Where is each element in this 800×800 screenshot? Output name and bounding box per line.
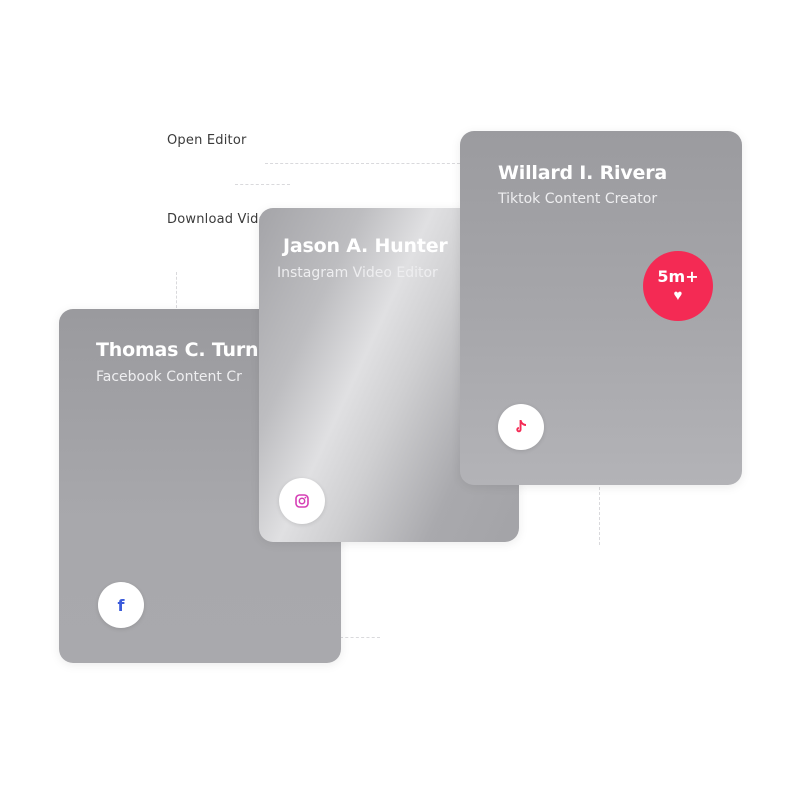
likes-badge: 5m+ ♥ (643, 251, 713, 321)
connector-line (235, 184, 290, 185)
facebook-icon: f (118, 597, 126, 613)
connector-line (340, 637, 380, 638)
creator-name: Thomas C. Turne (96, 339, 272, 361)
instagram-button[interactable] (279, 478, 325, 524)
tiktok-button[interactable] (498, 404, 544, 450)
likes-count: 5m+ (657, 267, 699, 286)
tiktok-creator-card[interactable]: Willard I. Rivera Tiktok Content Creator… (460, 131, 742, 485)
open-editor-option[interactable]: Open Editor (167, 133, 247, 148)
download-video-option[interactable]: Download Video (167, 212, 275, 227)
svg-text:f: f (118, 597, 126, 613)
creator-role: Tiktok Content Creator (498, 191, 658, 207)
connector-line (176, 272, 177, 308)
facebook-button[interactable]: f (98, 582, 144, 628)
connector-line (265, 163, 460, 164)
heart-icon: ♥ (673, 287, 683, 304)
creator-role: Facebook Content Cr (96, 369, 242, 385)
creator-name: Jason A. Hunter (283, 235, 448, 257)
creator-name: Willard I. Rivera (498, 162, 668, 184)
creator-role: Instagram Video Editor (277, 265, 438, 281)
connector-line (599, 487, 600, 545)
instagram-icon (295, 494, 309, 508)
tiktok-icon (516, 420, 526, 433)
